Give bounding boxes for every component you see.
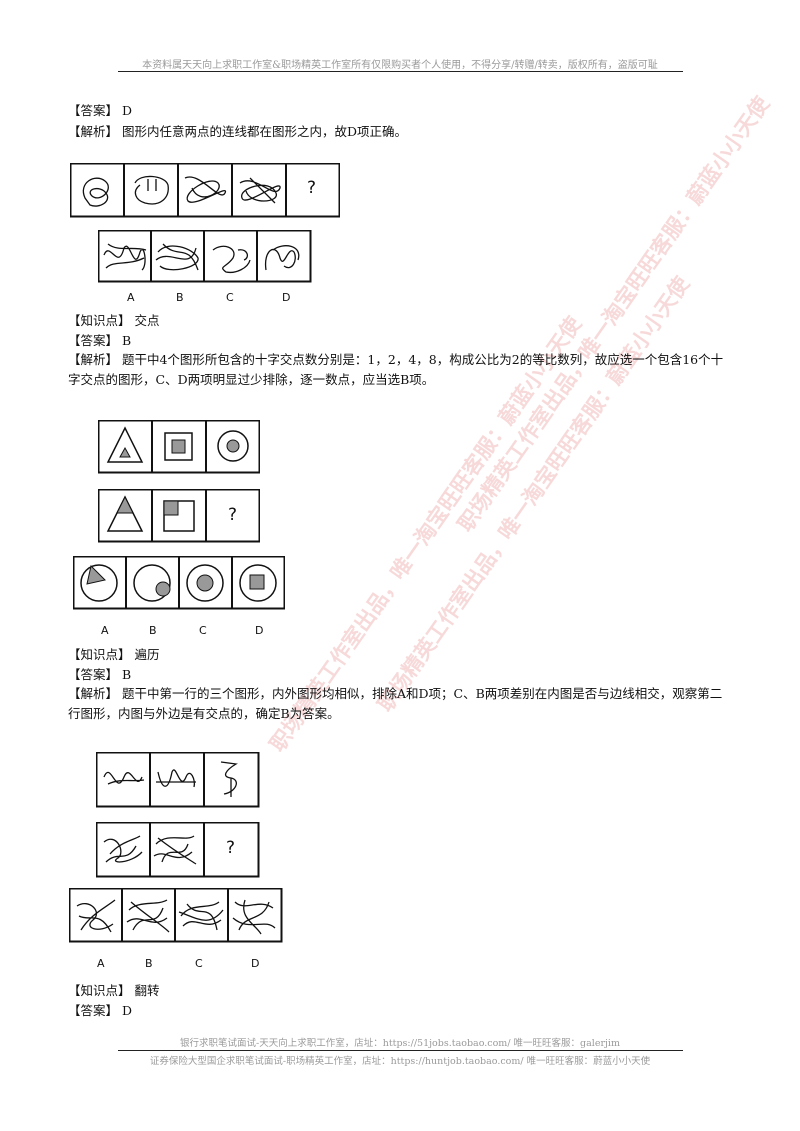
question-figure-row-1 bbox=[96, 752, 260, 808]
footer-line-1: 银行求职笔试面试-天天向上求职工作室，店址：https://51jobs.tao… bbox=[180, 1038, 620, 1049]
answer-line: 【答案】 D bbox=[68, 1003, 132, 1018]
page-header: 本资料属天天向上求职工作室&职场精英工作室所有仅限购买者个人使用，不得分享/转赠… bbox=[142, 60, 658, 71]
option-label-c: C bbox=[226, 291, 234, 304]
option-label-d: D bbox=[255, 624, 264, 637]
option-label-b: B bbox=[176, 291, 184, 304]
option-label-d: D bbox=[282, 291, 291, 304]
option-label-b: B bbox=[149, 624, 157, 637]
option-label-c: C bbox=[199, 624, 207, 637]
analysis-paragraph: 【解析】 题干中第一行的三个图形，内外图形均相似，排除A和D项；C、B两项差别在… bbox=[68, 686, 723, 721]
options-figure-row bbox=[69, 888, 283, 943]
answer-line: 【答案】 B bbox=[68, 333, 132, 348]
knowledge-point: 【知识点】 交点 bbox=[68, 313, 160, 328]
answer-line: 【答案】 B bbox=[68, 667, 132, 682]
question-figure-row-1 bbox=[98, 420, 260, 474]
footer-rule bbox=[118, 1050, 683, 1051]
options-figure-row bbox=[98, 230, 312, 283]
knowledge-point: 【知识点】 遍历 bbox=[68, 647, 160, 662]
option-label-d: D bbox=[251, 957, 260, 970]
header-rule bbox=[118, 71, 683, 72]
answer-line: 【答案】 D bbox=[68, 103, 132, 118]
analysis-paragraph: 【解析】 题干中4个图形所包含的十字交点数分别是：1，2，4，8，构成公比为2的… bbox=[68, 352, 724, 387]
option-label-a: A bbox=[97, 957, 105, 970]
option-label-a: A bbox=[101, 624, 109, 637]
footer-line-2: 证券保险大型国企求职笔试面试-职场精英工作室，店址：https://huntjo… bbox=[149, 1056, 651, 1067]
option-label-b: B bbox=[145, 957, 153, 970]
analysis-line: 【解析】 图形内任意两点的连线都在图形之内，故D项正确。 bbox=[68, 124, 407, 139]
question-figure-row-2 bbox=[96, 822, 260, 878]
question-figure-row-2 bbox=[98, 489, 260, 543]
question-mark: ? bbox=[226, 838, 236, 858]
question-mark: ? bbox=[228, 505, 238, 525]
question-mark: ? bbox=[307, 178, 317, 198]
option-label-a: A bbox=[127, 291, 135, 304]
watermark: 职场精英工作室出品，唯一淘宝旺旺客服：蔚蓝小小天使 bbox=[372, 271, 695, 717]
watermark: 职场精英工作室出品，唯一淘宝旺旺客服：蔚蓝小小天使 bbox=[452, 91, 775, 537]
options-figure-row bbox=[73, 556, 285, 610]
option-label-c: C bbox=[195, 957, 203, 970]
question-figure-row bbox=[70, 163, 340, 218]
knowledge-point: 【知识点】 翻转 bbox=[68, 983, 160, 998]
